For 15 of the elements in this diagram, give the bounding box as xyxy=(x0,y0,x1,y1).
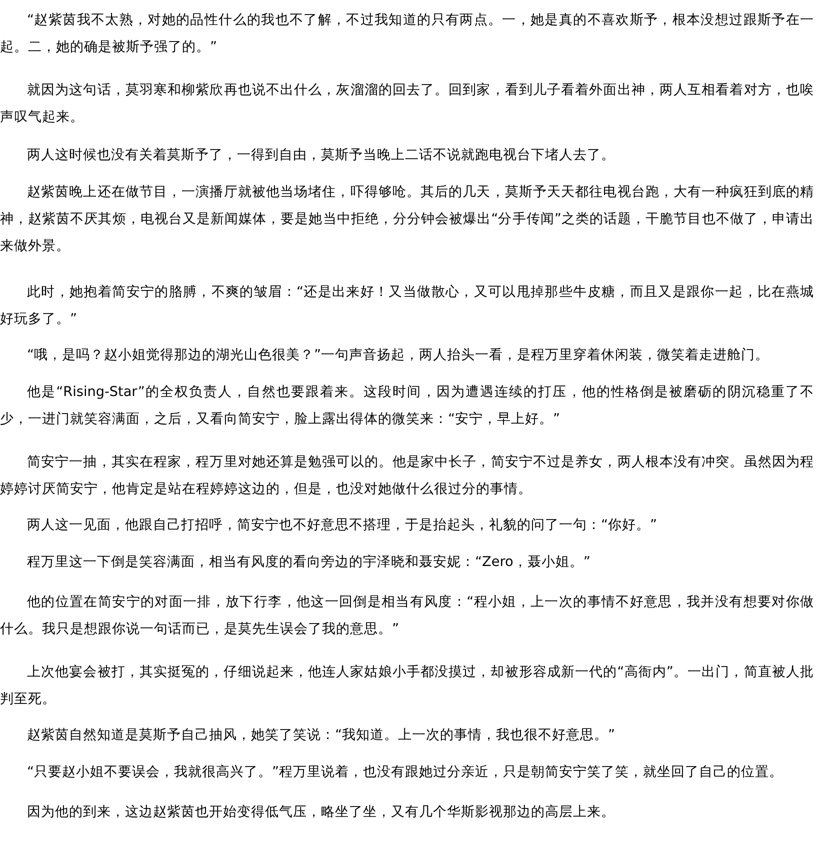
paragraph: 两人这时候也没有关着莫斯予了，一得到自由，莫斯予当晚上二话不说就跑电视台下堵人去了。 xyxy=(26,146,616,165)
paragraph: “哦，是吗？赵小姐觉得那边的湖光山色很美？”一句声音扬起，两人抬头一看，是程万里穿着休闲装，微笑着走进舱门。 xyxy=(26,346,770,365)
paragraph: “赵紫茵我不太熟，对她的品性什么的我也不了解，不过我知道的只有两点。一，她是真的不喜欢斯予，根本没想过跟斯予在一起。二，她的确是被斯予强了的。” xyxy=(0,11,814,57)
paragraph: 此时，她抱着简安宁的胳膊，不爽的皱眉：“还是出来好！又当做散心，又可以甩掉那些牛皮糖，而且又是跟你一起，比在燕城好玩多了。” xyxy=(0,283,814,329)
paragraph: 程万里这一下倒是笑容满面，相当有风度的看向旁边的宇泽晓和聂安妮：“Zero，聂小姐。” xyxy=(26,553,592,572)
paragraph: 就因为这句话，莫羽寒和柳紫欣再也说不出什么，灰溜溜的回去了。回到家，看到儿子看着外面出神，两人互相看着对方，也唉声叹气起来。 xyxy=(0,81,814,127)
paragraph: 因为他的到来，这边赵紫茵也开始变得低气压，略坐了坐，又有几个华斯影视那边的高层上来。 xyxy=(26,803,616,822)
paragraph: 赵紫茵晚上还在做节目，一演播厅就被他当场堵住，吓得够呛。其后的几天，莫斯予天天都往电视台跑，大有一种疯狂到底的精神，赵紫茵不厌其烦，电视台又是新闻媒体，要是她当中拒绝，分分钟会被爆出“分手传闻”之类的话题，干脆节目也不做了，申请出来做外景。 xyxy=(0,183,814,256)
paragraph: 他是“Rising-Star”的全权负责人，自然也要跟着来。这段时间，因为遭遇连续的打压，他的性格倒是被磨砺的阴沉稳重了不少，一进门就笑容满面，之后，又看向简安宁，脸上露出得体的微笑来：“安宁，早上好。” xyxy=(0,383,814,429)
paragraph: 赵紫茵自然知道是莫斯予自己抽风，她笑了笑说：“我知道。上一次的事情，我也很不好意思。” xyxy=(26,726,616,745)
paragraph: 他的位置在简安宁的对面一排，放下行李，他这一回倒是相当有风度：“程小姐，上一次的事情不好意思，我并没有想要对你做什么。我只是想跟你说一句话而已，是莫先生误会了我的意思。” xyxy=(0,593,814,639)
paragraph: 两人这一见面，他跟自己打招呼，简安宁也不好意思不搭理，于是抬起头，礼貌的问了一句：“你好。” xyxy=(26,516,658,535)
paragraph: 简安宁一抽，其实在程家，程万里对她还算是勉强可以的。他是家中长子，简安宁不过是养女，两人根本没有冲突。虽然因为程婷婷讨厌简安宁，他肯定是站在程婷婷这边的，但是，也没对她做什么很过分的事情。 xyxy=(0,453,814,499)
paragraph: “只要赵小姐不要误会，我就很高兴了。”程万里说着，也没有跟她过分亲近，只是朝简安宁笑了笑，就坐回了自己的位置。 xyxy=(26,763,784,782)
paragraph: 上次他宴会被打，其实挺冤的，仔细说起来，他连人家姑娘小手都没摸过，却被形容成新一代的“高衙内”。一出门，简直被人批判至死。 xyxy=(0,663,814,709)
